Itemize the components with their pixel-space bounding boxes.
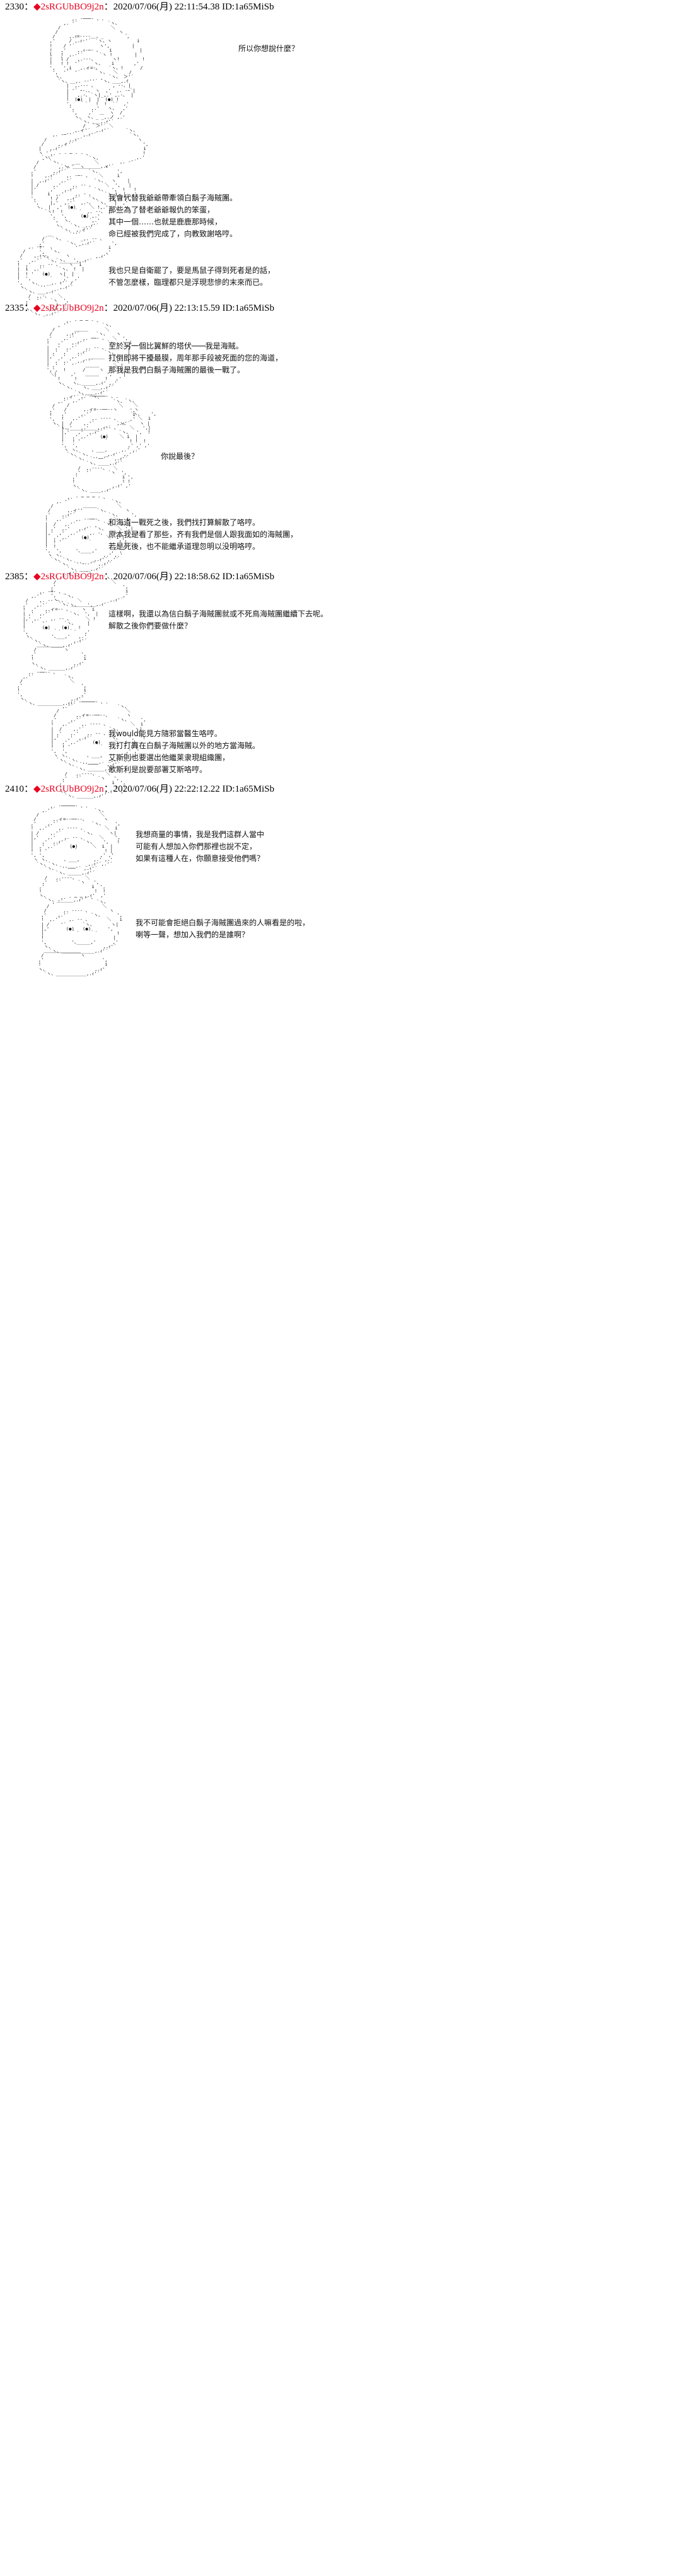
post-header: 2335：◆2sRGUbBO9j2n：2020/07/06(月) 22:13:1… [3,303,274,314]
post-header: 2385：◆2sRGUbBO9j2n：2020/07/06(月) 22:18:5… [3,571,274,582]
header-separator-1: ： [24,784,34,794]
post-user-id[interactable]: ID:1a65MiSb [222,303,275,313]
ascii-art-block: ,. -─- 、 / `ヽ、 / ,.ｨ‐-、 ヽ ,' ,.'´ `ヽ、 ',… [17,244,85,317]
speech-text: 我would能見方隨邪當醫生咯哼。 我打打算在白鬍子海賊團以外的地方當海賊。 艾… [108,729,260,774]
header-separator-1: ： [24,303,34,313]
ascii-art-block: ,. -─- 、_ ,.'´ `ヽ、 / ,. -‐ - 、 ＼ ,' ,.'´… [17,589,98,707]
ascii-art-block: ,. -─────- 、. ,.'´ `ヽ、 / ＼ / ,.ィ=‐-──‐-、… [50,699,146,799]
speech-text: 我也只是自衛罷了，要是馬鼠子得到死者是的話， 不管怎麼樣，臨理都只是浮現悲慘的末… [108,266,276,287]
header-separator-2: ： [103,572,114,582]
post-header: 2410：◆2sRGUbBO9j2n：2020/07/06(月) 22:22:1… [3,783,274,795]
ascii-art-block: ,. -───- 、. ,. '´ `ヽ、 / ＼ / ヽ / ,.ｨ=-‐‐-… [38,16,149,170]
post-date: 2020/07/06(月) 22:11:54.38 [113,2,220,12]
post-header: 2330：◆2sRGUbBO9j2n：2020/07/06(月) 22:11:5… [3,1,274,13]
speech-text: 這樣啊，我還以為信白鬍子海賊團就或不死鳥海賊團繼續下去呢。 解散之後你們要做什麼… [108,609,329,630]
ascii-art-block: ,. - ─ ─ - 、 , '´ `ヽ、 / ＿＿＿ ＼ / ,.ｨ'´ `ヽ… [46,318,136,431]
post-user-id[interactable]: ID:1a65MiSb [222,572,275,582]
header-separator-2: ： [103,2,114,12]
post-number: 2330 [5,2,24,12]
header-separator-1: ： [24,572,34,582]
post-number: 2335 [5,303,24,313]
tripcode[interactable]: 2sRGUbBO9j2n [40,303,104,313]
ascii-art-block: ,. - ─ ─ ─ - 、 ,. '´ `ヽ、 / ＼ / ,.ィ''￣￣￣`… [45,494,139,608]
tripcode-diamond-icon: ◆ [33,303,41,313]
speech-text: 和海道一戰死之後，我們找打算解散了咯哼。 原本我是看了那些，齐有我們是個人跟我面… [108,518,298,551]
tripcode[interactable]: 2sRGUbBO9j2n [40,572,104,582]
post-date: 2020/07/06(月) 22:13:15.59 [113,303,220,313]
speech-text: 至於另一個比翼鮮的塔伏───我是海賊。 打倒即將干擾最膜，周年那手段被死面的您的… [108,342,283,374]
tripcode-diamond-icon: ◆ [33,572,41,582]
header-separator-1: ： [24,2,34,12]
speech-text: 你說最後？ [161,452,199,461]
ascii-art-block: ,. -─────- 、. ,.'´ `ヽ、 / ＼ / ,.ィ=‐-──‐-ヽ… [61,393,156,493]
tripcode-diamond-icon: ◆ [33,784,41,794]
post-number: 2410 [5,784,24,794]
tripcode[interactable]: 2sRGUbBO9j2n [40,2,104,12]
tripcode[interactable]: 2sRGUbBO9j2n [40,784,104,794]
tripcode-diamond-icon: ◆ [33,2,41,12]
ascii-art-block: ,. - ‐ ─ ‐ - 、 , '´ `ヽ、 / ＼ / ,. ｨ 'ﾞ￣ヽ … [30,151,137,264]
post-user-id[interactable]: ID:1a65MiSb [222,784,275,794]
speech-text: 我會代替我爺爺帶牽領白鬍子海賊團。 那些為了替老爺爺報仇的笨蛋， 其中一個……也… [108,193,238,238]
ascii-art-block: ,. -─────- 、. ,.'´ `ヽ、 / ＼ / ,.ィ=‐-──‐-、… [30,803,120,903]
header-separator-2: ： [103,303,114,313]
ascii-art-block: ,. - ─ ─ - 、 , '´ `ヽ、 / ＼ / ,. -‐‐- 、 ヽ … [38,894,122,976]
speech-text: 所以你想說什麼？ [238,44,300,53]
post-date: 2020/07/06(月) 22:22:12.22 [113,784,220,794]
post-number: 2385 [5,572,24,582]
header-separator-2: ： [103,784,114,794]
post-user-id[interactable]: ID:1a65MiSb [221,2,274,12]
post-date: 2020/07/06(月) 22:18:58.62 [113,572,220,582]
speech-text: 我不可能會拒絕白鬍子海賊團過來的人嘛看是的啦， 喇等一聲，想加入我們的是誰啊？ [136,918,310,939]
speech-text: 我想商量的事情，我是我們這群人當中 可能有人想加入你們那裡也說不定， 如果有這種… [136,830,265,863]
